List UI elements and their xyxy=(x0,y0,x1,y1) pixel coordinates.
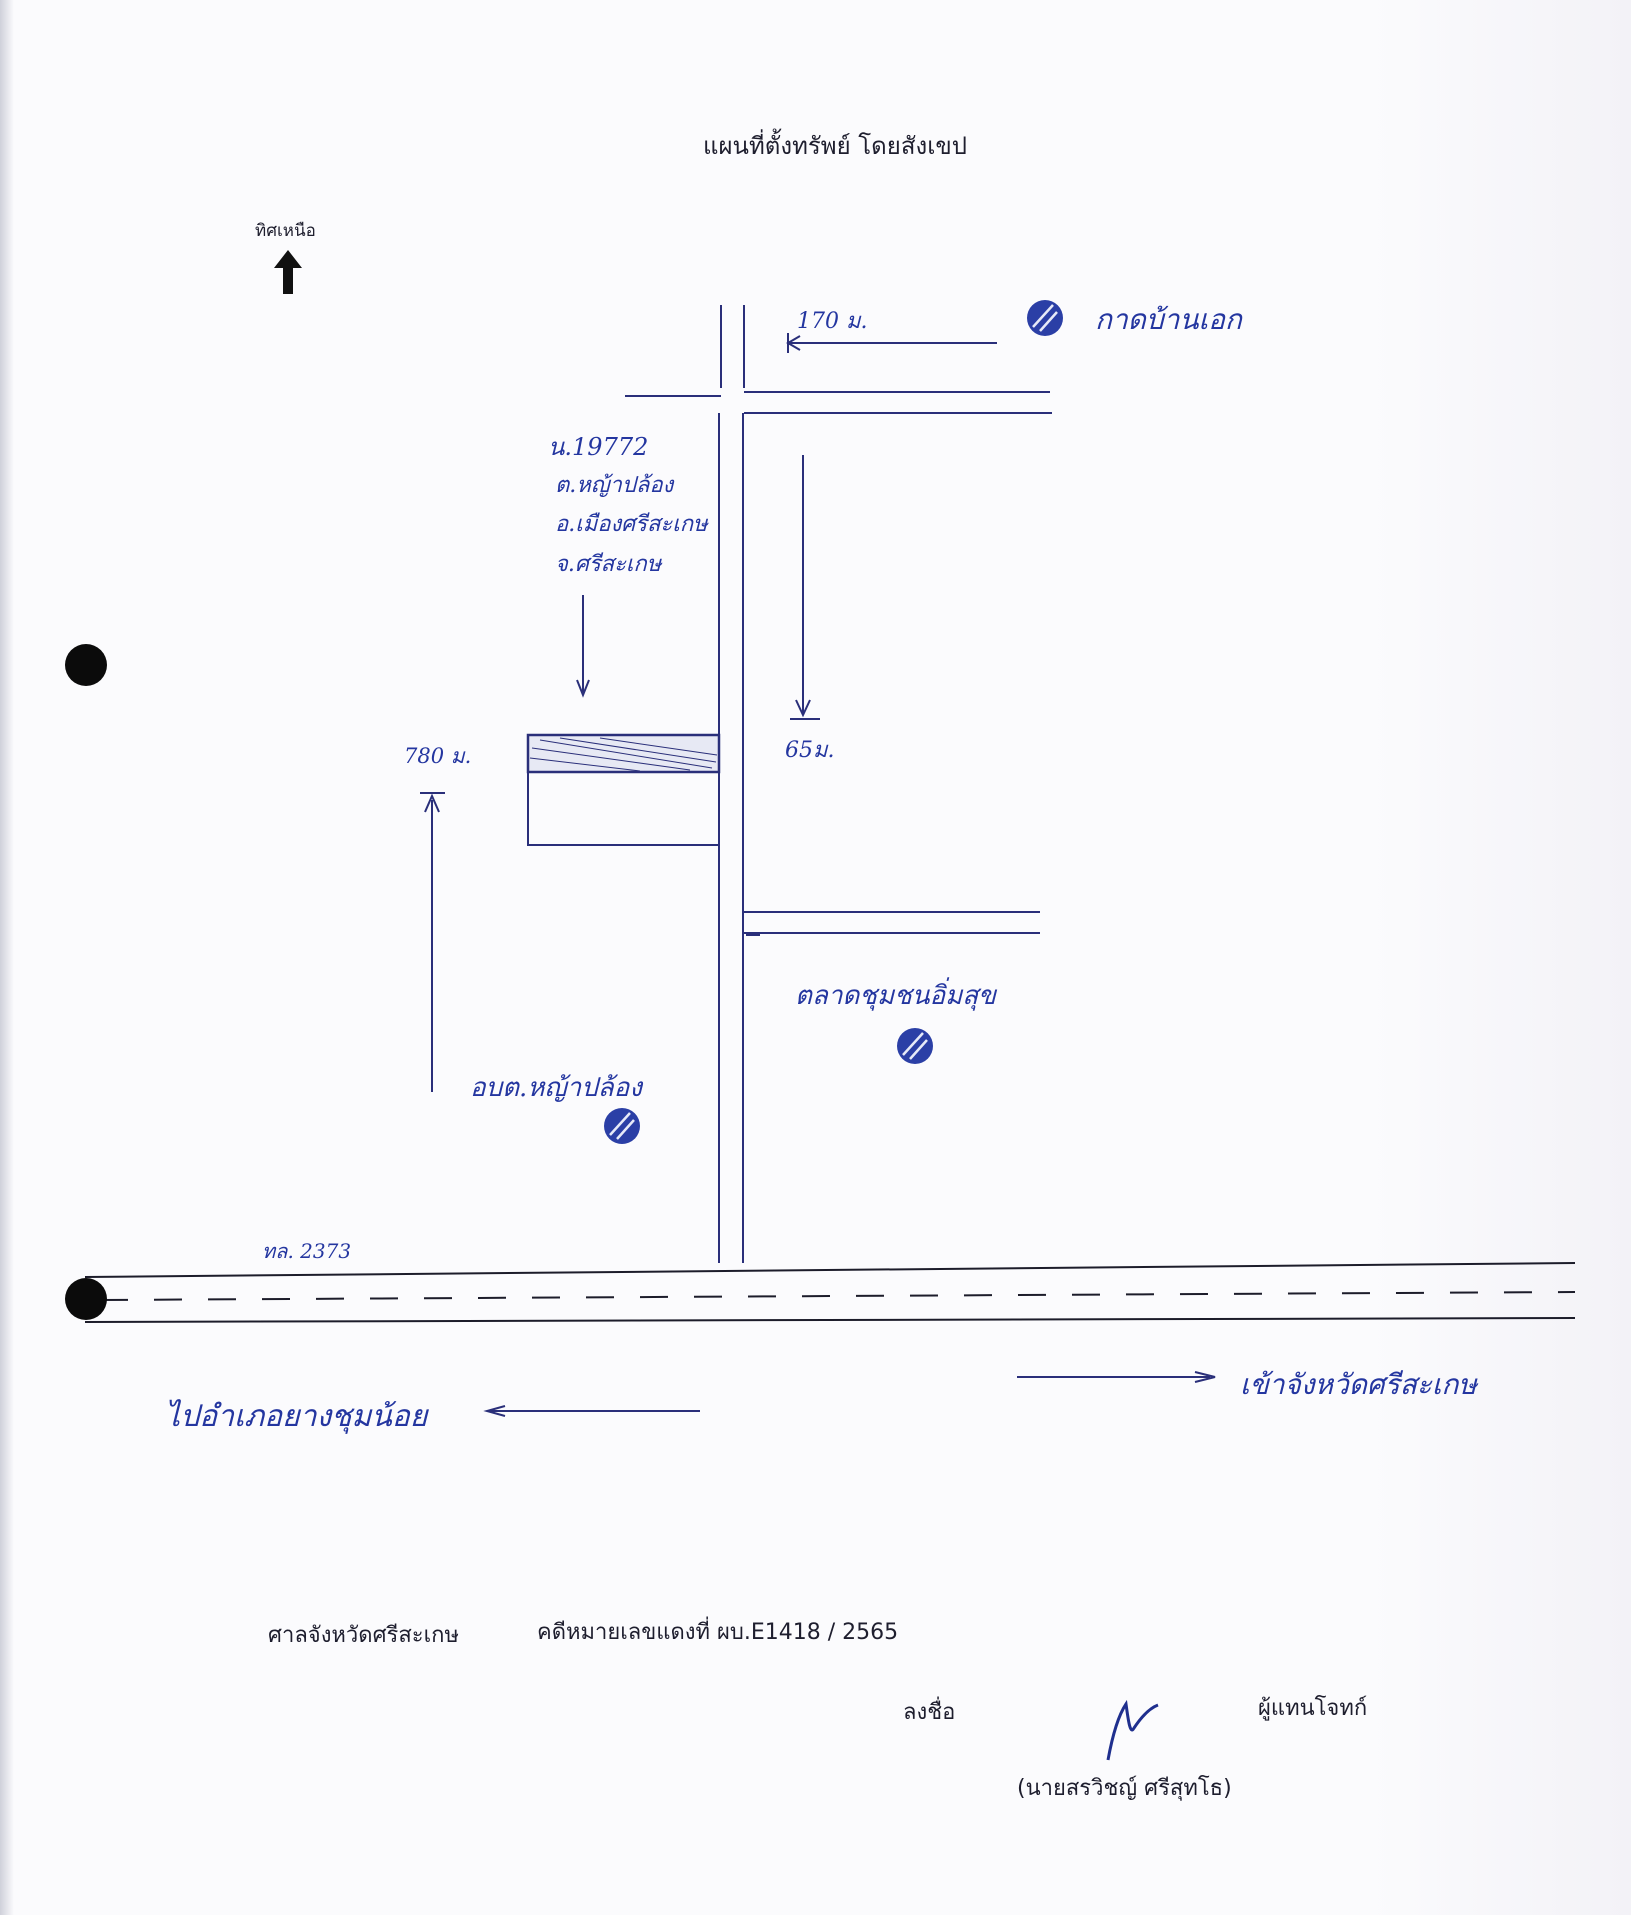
case-number: คดีหมายเลขแดงที่ ผบ.E1418 / 2565 xyxy=(537,1614,898,1649)
district-label: อ.เมืองศรีสะเกษ xyxy=(555,512,708,537)
crossroad-north xyxy=(625,391,1052,414)
main-road-north xyxy=(720,305,745,388)
direction-label-to-district: ไปอำเภอยางชุมน้อย xyxy=(165,1399,428,1434)
right-page-edge xyxy=(1370,0,1631,1915)
side-road-east xyxy=(743,911,1040,934)
direction-label-to-province: เข้าจังหวัดศรีสะเกษ xyxy=(1240,1368,1477,1401)
landmark-label-kaad-ban-ek: กาดบ้านเอก xyxy=(1095,303,1242,336)
case-number-label: คดีหมายเลขแดงที่ ผบ.E1418 / xyxy=(537,1620,836,1645)
north-arrow-icon xyxy=(274,250,302,294)
main-road-south xyxy=(718,413,744,1263)
distance-label-65m: 65ม. xyxy=(785,738,835,763)
landmark-label-community-market: ตลาดชุมชนอิ่มสุข xyxy=(795,981,996,1011)
north-label: ทิศเหนือ xyxy=(255,221,316,241)
left-page-edge xyxy=(0,0,14,1915)
province-label: จ.ศรีสะเกษ xyxy=(555,552,662,577)
case-number-value: 2565 xyxy=(842,1620,899,1645)
distance-label-170m: 170 ม. xyxy=(797,309,868,334)
signature-label: ลงชื่อ xyxy=(903,1700,956,1725)
signer-role: ผู้แทนโจทก์ xyxy=(1258,1696,1368,1721)
landmark-markers xyxy=(604,300,1063,1144)
distance-arrows xyxy=(420,333,1216,1417)
deed-number-label: น.19772 xyxy=(548,433,649,461)
landmark-label-sao-office: อบต.หญ้าปล้อง xyxy=(470,1073,642,1103)
property-plot xyxy=(526,733,721,846)
map-title: แผนที่ตั้งทรัพย์ โดยสังเขป xyxy=(703,132,968,160)
subdistrict-label: ต.หญ้าปล้อง xyxy=(555,473,674,498)
signer-name: (นายสรวิชญ์ ศรีสุทโธ) xyxy=(1017,1776,1232,1801)
signature-mark xyxy=(1106,1699,1159,1761)
court-name: ศาลจังหวัดศรีสะเกษ xyxy=(268,1623,459,1648)
highway-2373 xyxy=(84,1262,1576,1323)
binder-holes xyxy=(65,644,107,1320)
distance-label-780m: 780 ม. xyxy=(404,744,472,768)
highway-label: ทล. 2373 xyxy=(262,1239,352,1263)
